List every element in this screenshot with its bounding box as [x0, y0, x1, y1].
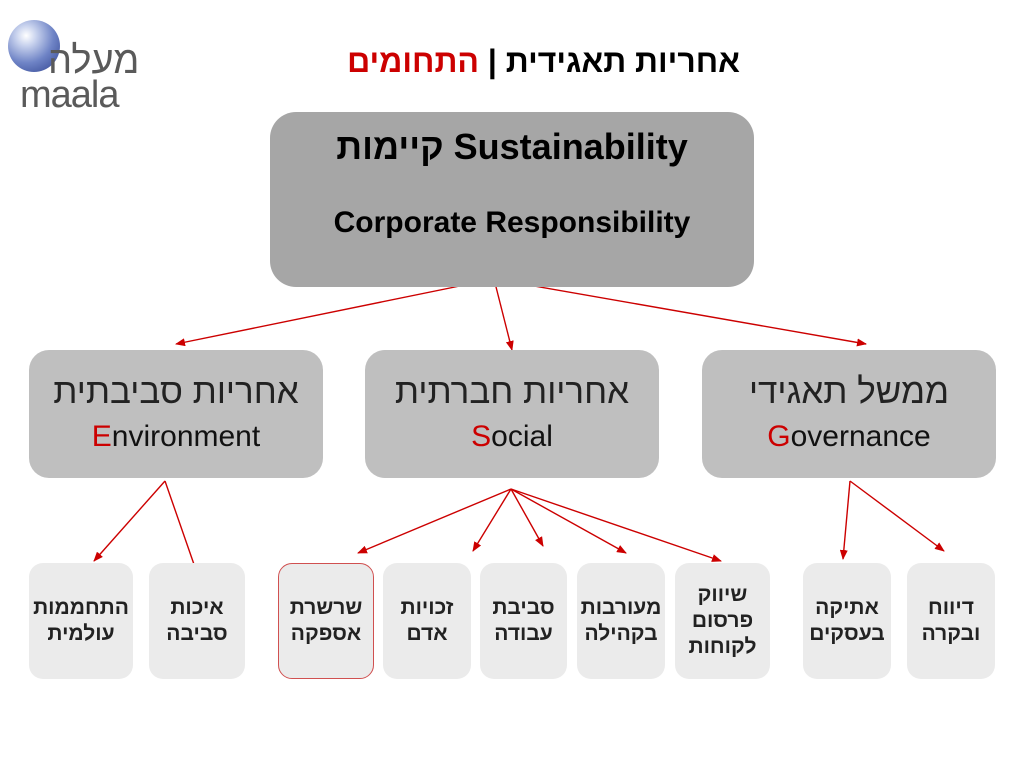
- arrow-top-to-social: [493, 278, 514, 351]
- leaf-global-warming: התחממות עולמית: [29, 563, 133, 679]
- leaf-supply-chain: שרשרת אספקה: [278, 563, 374, 679]
- arrow-gov-to-reporting: [849, 480, 945, 552]
- arrow-env-to-global-warming: [93, 480, 166, 562]
- title-separator: |: [479, 43, 506, 79]
- corporate-responsibility-label: Corporate Responsibility: [333, 206, 691, 239]
- leaf-label: זכויות אדם: [400, 595, 454, 645]
- maala-logo: מעלה maala: [8, 20, 140, 116]
- logo-hebrew: מעלה: [48, 40, 140, 82]
- page-title: אחריות תאגידית | התחומים: [200, 43, 740, 79]
- leaf-community: מעורבות בקהילה: [577, 563, 665, 679]
- governance-english: Governance: [702, 420, 996, 454]
- environment-initial: E: [91, 420, 112, 453]
- leaf-human-rights: זכויות אדם: [383, 563, 471, 679]
- logo-english: maala: [20, 74, 119, 116]
- leaf-label: אתיקה בעסקים: [809, 595, 885, 645]
- leaf-label: איכות סביבה: [166, 595, 228, 645]
- arrow-social-to-work-environment: [510, 488, 544, 547]
- governance-initial: G: [767, 420, 791, 453]
- sustainability-label: Sustainability קיימות: [336, 126, 688, 167]
- leaf-business-ethics: אתיקה בעסקים: [803, 563, 891, 679]
- social-rest: ocial: [491, 420, 553, 453]
- arrow-social-to-community: [510, 488, 627, 554]
- leaf-marketing-customers: שיווק פרסום לקוחות: [675, 563, 770, 679]
- social-hebrew: אחריות חברתית: [394, 372, 630, 411]
- social-box: אחריות חברתית Social: [365, 350, 659, 478]
- leaf-work-environment: סביבת עבודה: [480, 563, 567, 679]
- environment-hebrew: אחריות סביבתית: [53, 372, 299, 411]
- leaf-label: שרשרת אספקה: [289, 595, 363, 645]
- sustainability-box: Sustainability קיימות Corporate Responsi…: [270, 112, 754, 287]
- arrow-top-to-governance: [493, 278, 867, 347]
- title-main: אחריות תאגידית: [505, 43, 740, 79]
- governance-rest: overnance: [790, 420, 931, 453]
- social-english: Social: [365, 420, 659, 454]
- governance-box: ממשל תאגידי Governance: [702, 350, 996, 478]
- social-initial: S: [471, 420, 492, 453]
- environment-box: אחריות סביבתית Environment: [29, 350, 323, 478]
- arrow-social-to-human-rights: [472, 488, 512, 552]
- environment-english: Environment: [29, 420, 323, 454]
- leaf-label: התחממות עולמית: [33, 595, 129, 645]
- leaf-label: סביבת עבודה: [492, 595, 555, 645]
- leaf-label: דיווח ובקרה: [921, 595, 981, 645]
- arrow-social-to-supply-chain: [357, 488, 512, 554]
- leaf-reporting-control: דיווח ובקרה: [907, 563, 995, 679]
- environment-rest: nvironment: [111, 420, 261, 453]
- arrow-env-to-environment-quality: [164, 480, 198, 574]
- arrow-gov-to-ethics: [839, 480, 851, 560]
- governance-hebrew: ממשל תאגידי: [748, 372, 950, 411]
- leaf-label: שיווק פרסום לקוחות: [688, 582, 757, 659]
- title-accent: התחומים: [347, 43, 480, 79]
- arrow-social-to-marketing: [510, 488, 722, 562]
- arrow-top-to-environment: [175, 278, 495, 347]
- leaf-label: מעורבות בקהילה: [580, 595, 662, 645]
- globe-icon: [8, 20, 60, 72]
- leaf-environment-quality: איכות סביבה: [149, 563, 245, 679]
